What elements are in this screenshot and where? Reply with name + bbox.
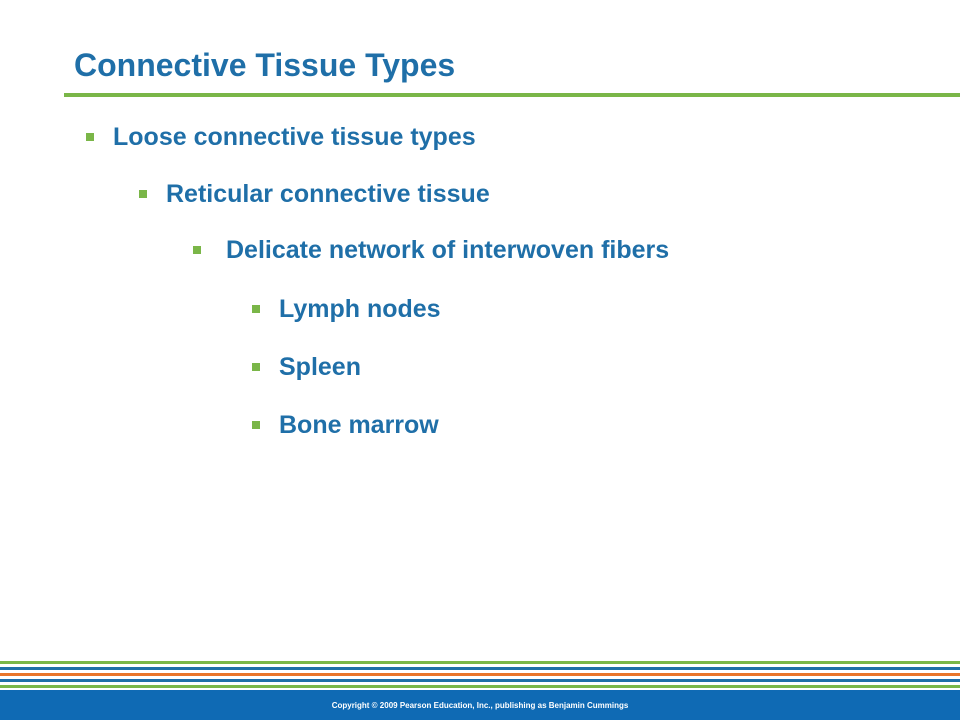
slide-title: Connective Tissue Types bbox=[74, 47, 456, 83]
bullet-text: Lymph nodes bbox=[279, 295, 441, 323]
footer-bar: Copyright © 2009 Pearson Education, Inc.… bbox=[0, 690, 960, 720]
square-bullet-icon bbox=[252, 305, 260, 313]
bullet-text: Spleen bbox=[279, 353, 361, 381]
bullet-text: Delicate network of interwoven fibers bbox=[226, 236, 670, 264]
stripe-blue bbox=[0, 667, 960, 670]
square-bullet-icon bbox=[252, 421, 260, 429]
square-bullet-icon bbox=[193, 246, 201, 254]
square-bullet-icon bbox=[86, 133, 94, 141]
decorative-stripes bbox=[0, 660, 960, 690]
title-divider bbox=[64, 93, 960, 97]
stripe-green bbox=[0, 685, 960, 688]
bullet-item-level-4: Bone marrow bbox=[252, 410, 439, 440]
copyright-text: Copyright © 2009 Pearson Education, Inc.… bbox=[331, 700, 629, 710]
square-bullet-icon bbox=[252, 363, 260, 371]
stripe-blue bbox=[0, 679, 960, 682]
bullet-list: Loose connective tissue types Reticular … bbox=[86, 122, 669, 440]
stripe-orange bbox=[0, 673, 960, 676]
bullet-item-level-3: Delicate network of interwoven fibers bbox=[193, 235, 669, 265]
bullet-item-level-4: Lymph nodes bbox=[252, 294, 441, 324]
bullet-text: Reticular connective tissue bbox=[166, 180, 490, 208]
bullet-text: Loose connective tissue types bbox=[113, 123, 476, 151]
bullet-item-level-1: Loose connective tissue types bbox=[86, 122, 476, 152]
bullet-item-level-4: Spleen bbox=[252, 352, 361, 382]
square-bullet-icon bbox=[139, 190, 147, 198]
bullet-item-level-2: Reticular connective tissue bbox=[139, 179, 490, 209]
stripe-green bbox=[0, 661, 960, 664]
bullet-text: Bone marrow bbox=[279, 411, 439, 439]
